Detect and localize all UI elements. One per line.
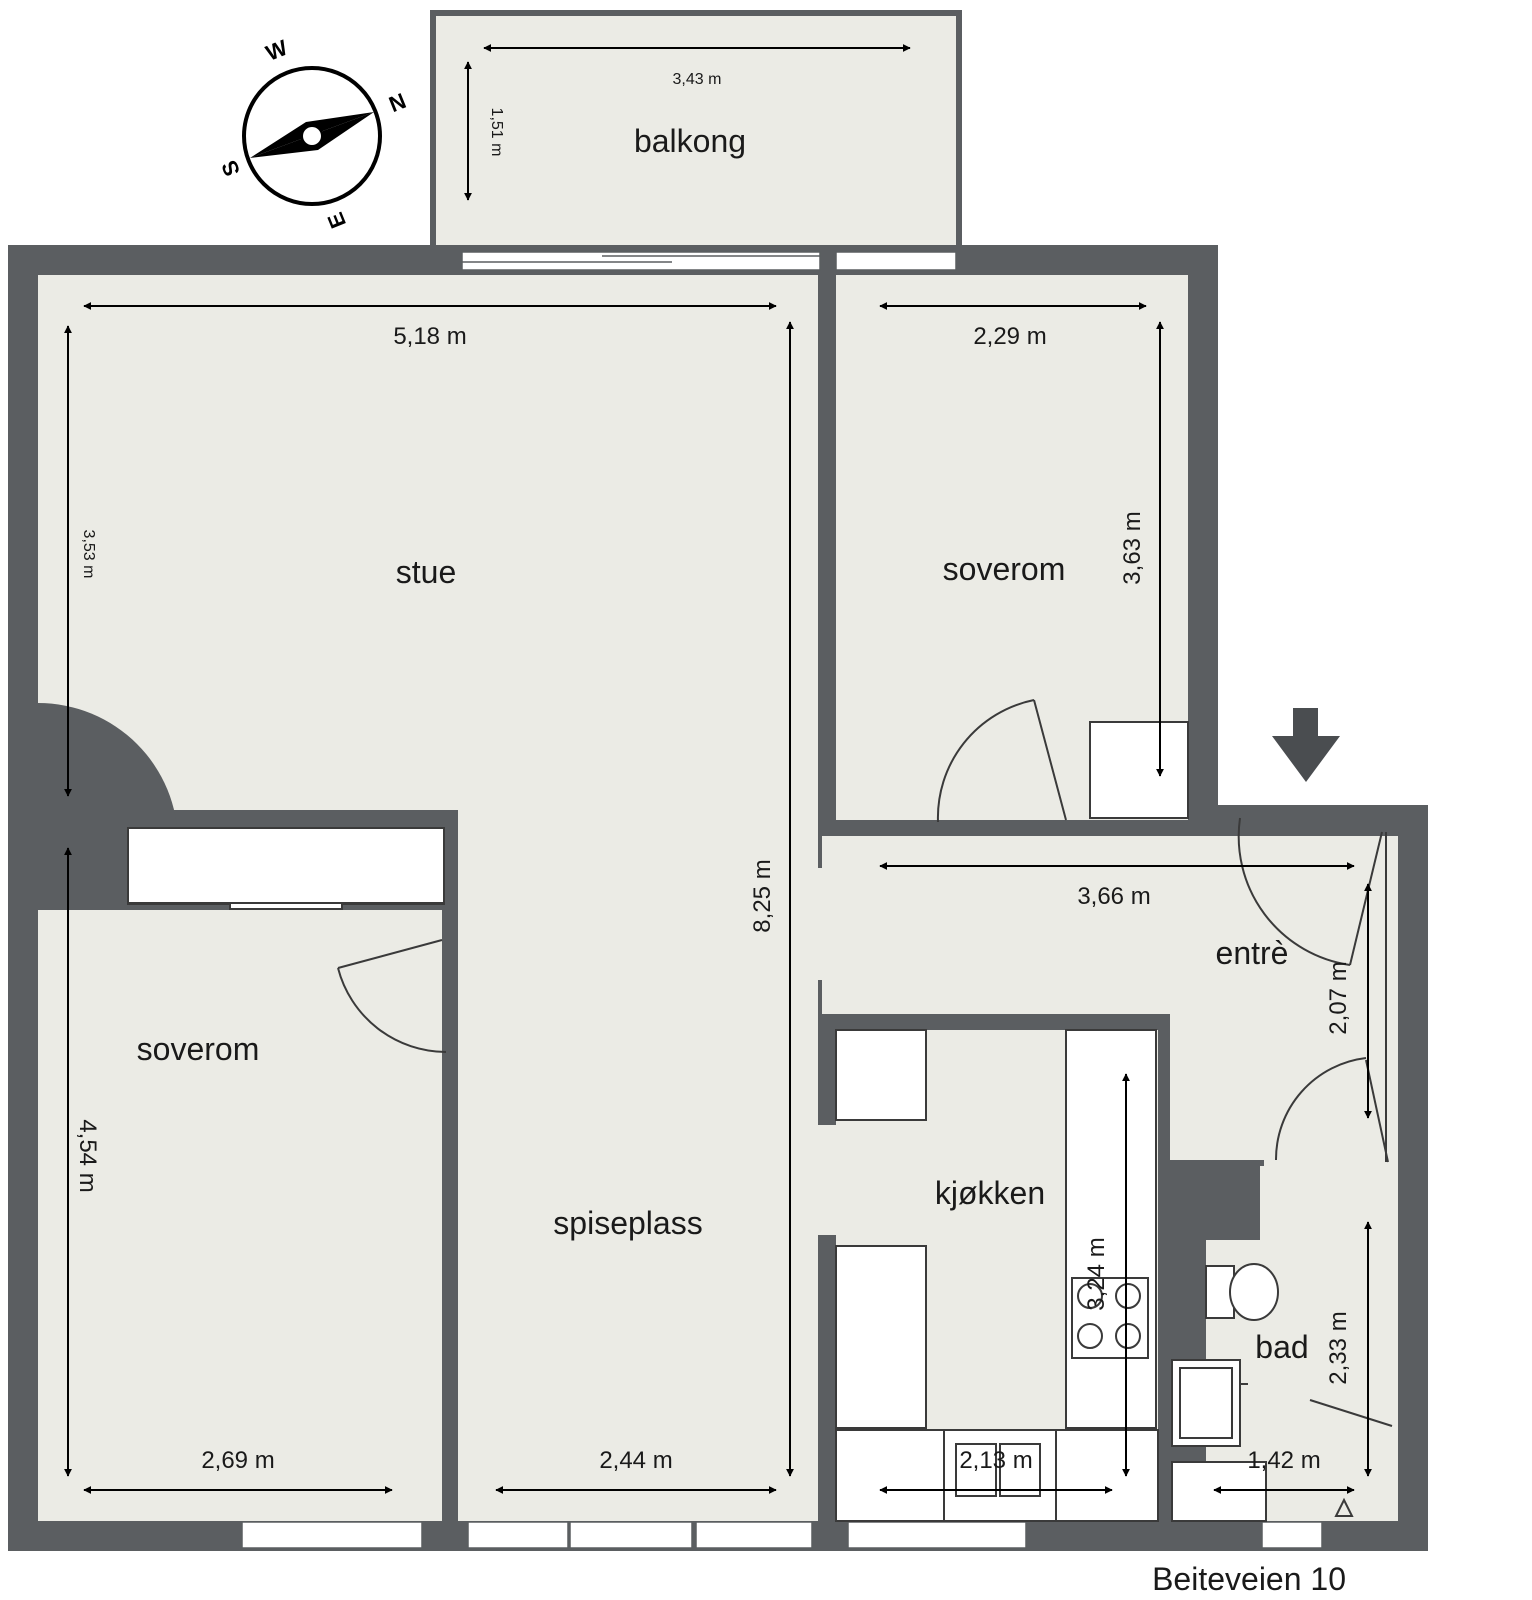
compass-icon: N W S E (216, 35, 409, 232)
dim-bedroom-right-depth: 3,63 m (1119, 511, 1146, 584)
dim-entrance-width: 3,66 m (1077, 883, 1150, 910)
room-label-balcony: balkong (634, 123, 746, 159)
dim-living-depth: 3,53 m (80, 530, 97, 579)
windows (241, 251, 1323, 1549)
dim-dining-width: 2,44 m (599, 1447, 672, 1474)
dim-bathroom-width: 1,42 m (1247, 1447, 1320, 1474)
dim-kitchen-width: 2,13 m (959, 1447, 1032, 1474)
room-label-entrance: entrè (1216, 935, 1289, 971)
compass-e: E (322, 209, 351, 232)
dim-living-width: 5,18 m (393, 323, 466, 350)
dim-entrance-depth: 2,07 m (1325, 961, 1352, 1034)
room-label-bedroom-left: soverom (137, 1031, 260, 1067)
room-labels: balkong stue soverom entrè soverom kjøkk… (137, 123, 1309, 1365)
compass-s: S (216, 157, 245, 180)
dim-bathroom-depth: 2,33 m (1325, 1311, 1352, 1384)
kitchen-cabinet (835, 1245, 927, 1429)
dimension-labels: 3,43 m 1,51 m 5,18 m 3,53 m 8,25 m 2,29 … (74, 71, 1352, 1474)
dim-balcony-width: 3,43 m (673, 71, 722, 88)
room-label-living: stue (396, 554, 456, 590)
bath-sink-icon (1171, 1359, 1241, 1447)
fixtures (127, 721, 1393, 1522)
dim-balcony-depth: 1,51 m (488, 108, 505, 157)
room-label-dining: spiseplass (553, 1205, 702, 1241)
kitchen-cabinet-top (835, 1029, 927, 1121)
dim-bedroom-left-width: 2,69 m (201, 1447, 274, 1474)
compass-w: W (262, 35, 291, 66)
room-label-bathroom: bad (1255, 1329, 1308, 1365)
dim-bedroom-right-width: 2,29 m (973, 323, 1046, 350)
doors (337, 699, 1389, 1163)
compass-n: N (385, 88, 409, 117)
address-label: Beiteveien 10 (1152, 1561, 1346, 1597)
wardrobe (127, 827, 445, 905)
wardrobe-right (1089, 721, 1189, 819)
dim-kitchen-depth: 3,24 m (1083, 1237, 1110, 1310)
dimension-lines (64, 44, 1372, 1494)
room-label-bedroom-right: soverom (943, 551, 1066, 587)
stove-icon (1071, 1277, 1149, 1359)
room-label-kitchen: kjøkken (935, 1175, 1045, 1211)
kitchen-counter (1065, 1029, 1157, 1429)
dim-bedroom-left-depth: 4,54 m (74, 1119, 101, 1192)
dim-living-total-depth: 8,25 m (749, 859, 776, 932)
entrance-arrow-icon (1272, 708, 1340, 782)
